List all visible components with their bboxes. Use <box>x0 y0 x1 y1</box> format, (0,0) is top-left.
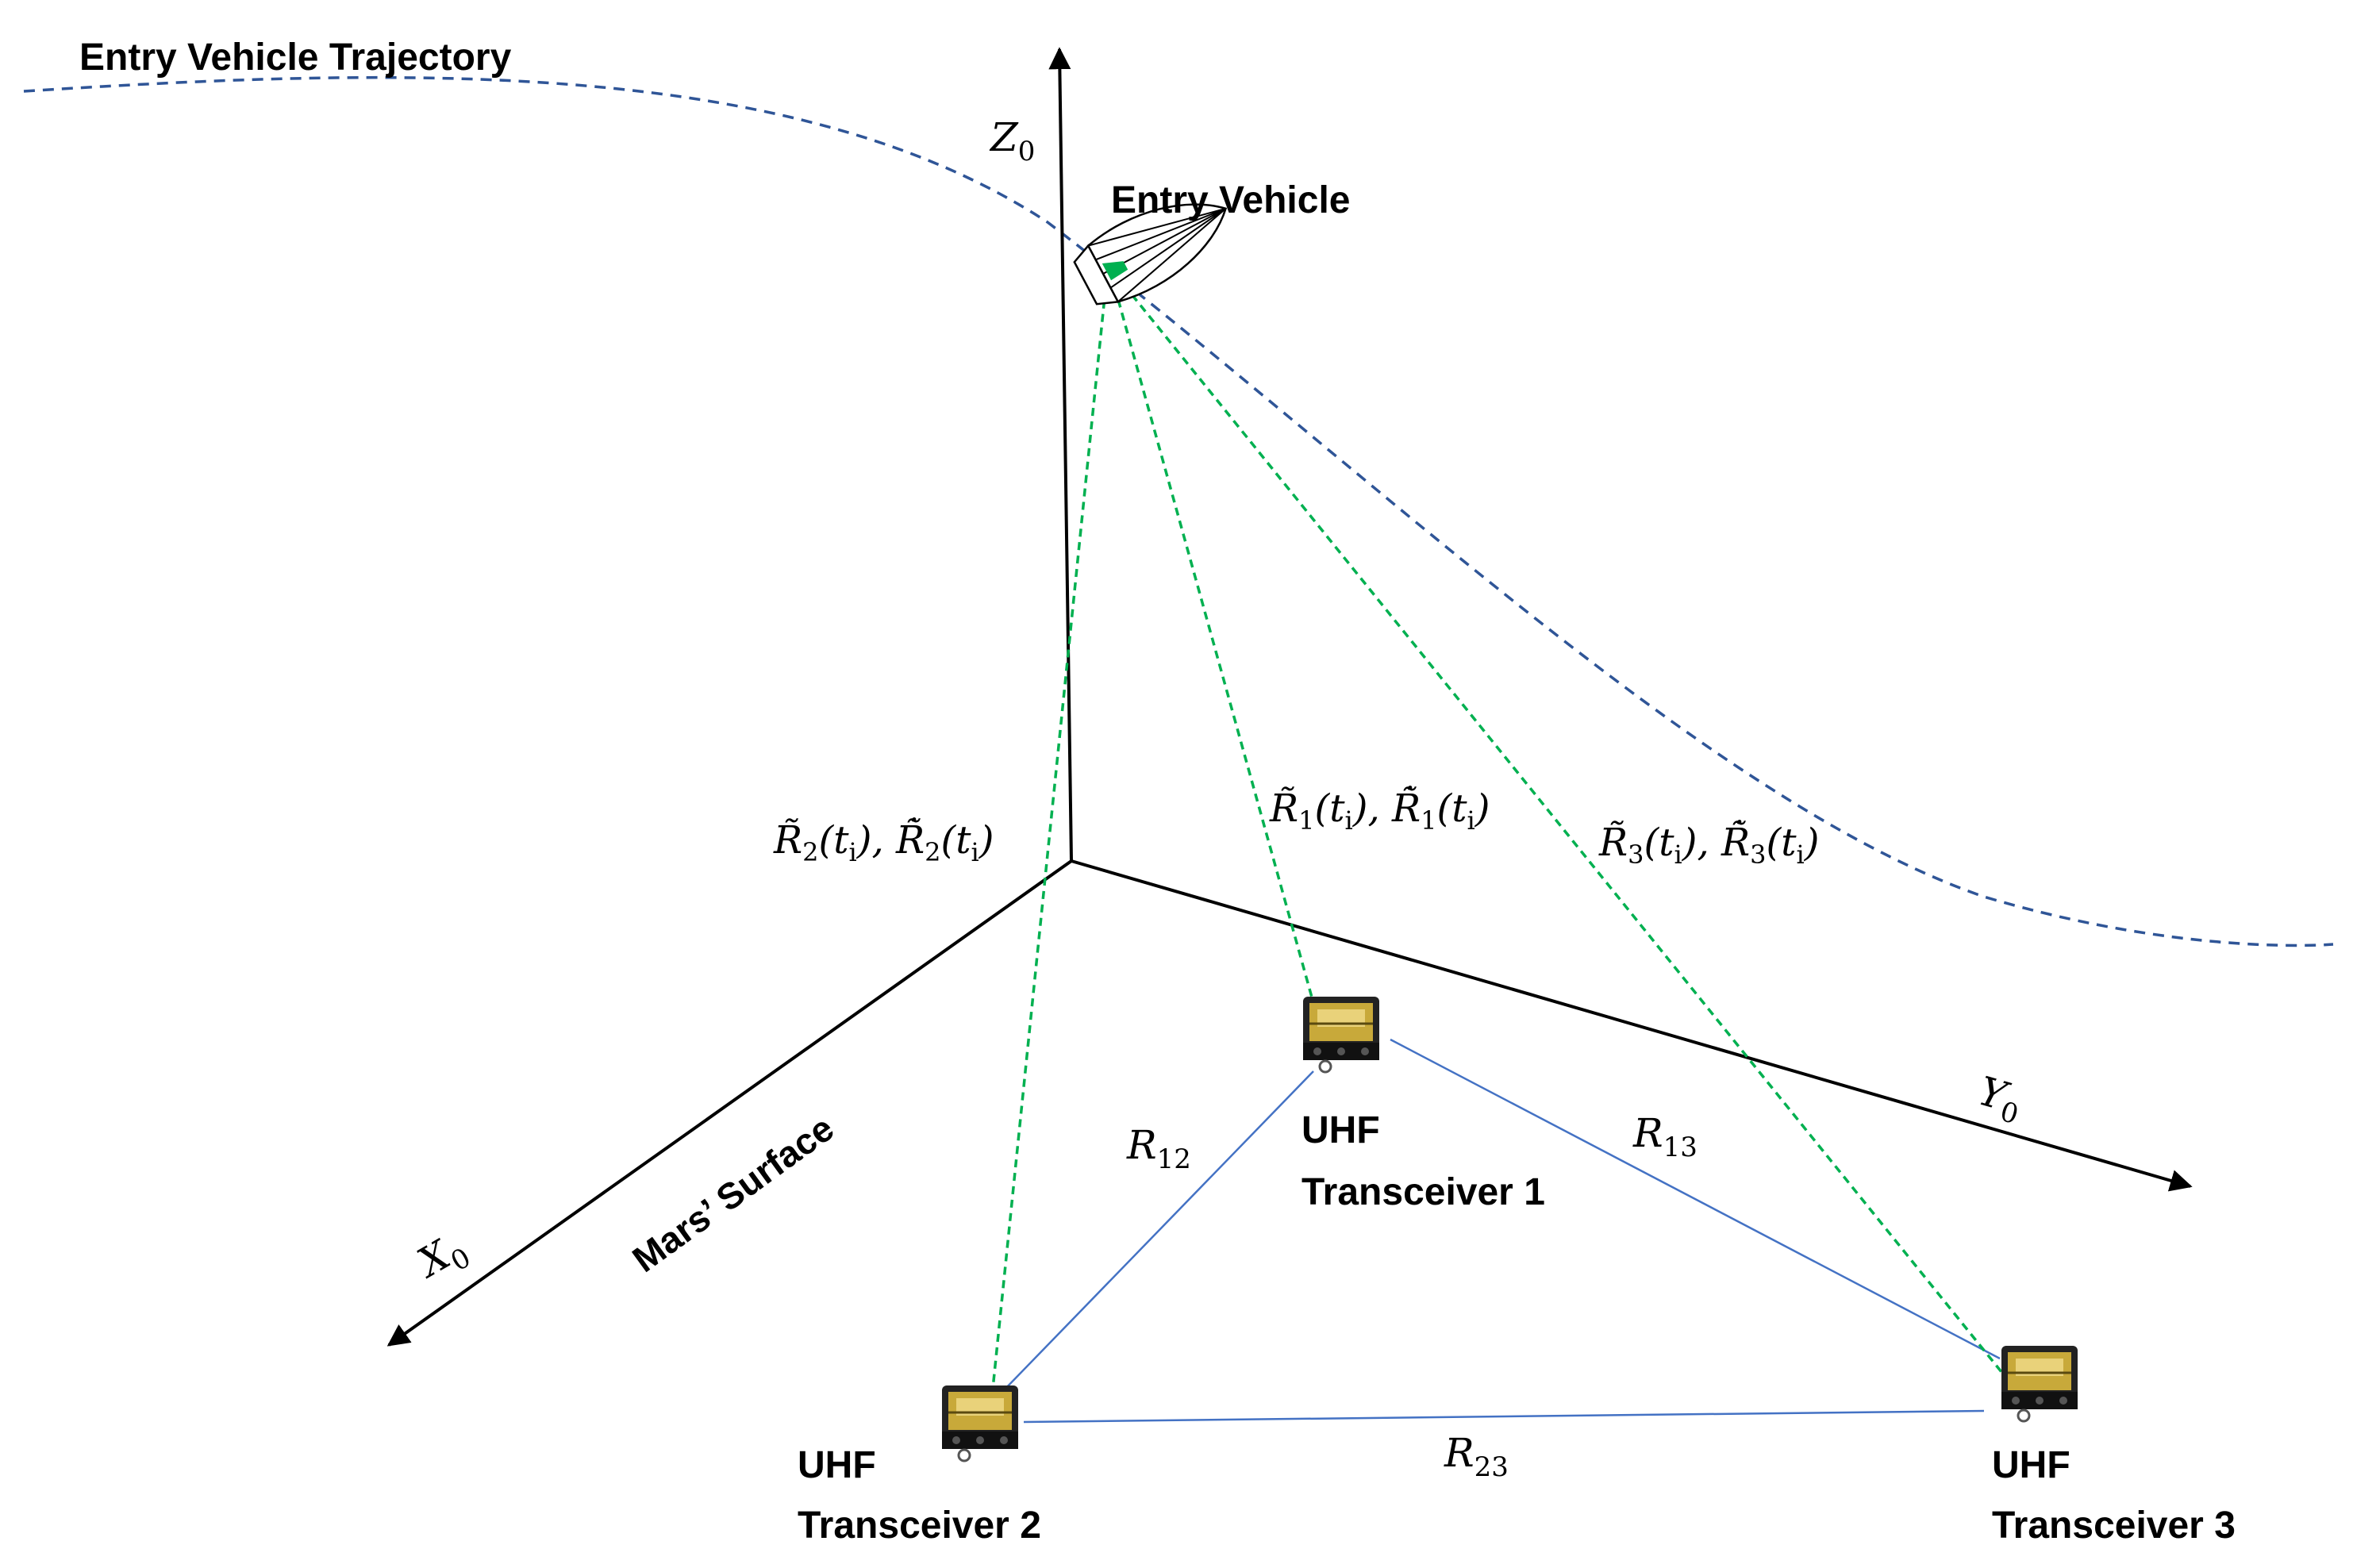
measurement-label-1: R̃1(ti), R̃̇1(ti) <box>1269 784 1490 836</box>
svg-text:R̃3(ti), R̃̇3(ti): R̃3(ti), R̃̇3(ti) <box>1598 818 1819 870</box>
trajectory-curve <box>23 75 2334 947</box>
r23-label: R23 <box>1444 1430 1509 1483</box>
baseline-r23 <box>1023 1409 1985 1424</box>
trajectory-label: Entry Vehicle Trajectory <box>79 37 512 79</box>
los-line-3 <box>1113 272 2013 1386</box>
r12-label: R12 <box>1126 1122 1191 1175</box>
y-axis <box>1071 859 2193 1192</box>
svg-text:Y0: Y0 <box>1971 1068 2028 1131</box>
entry-vehicle-label: Entry Vehicle <box>1111 179 1350 221</box>
transceiver-2-label: UHF Transceiver 2 <box>798 1444 1041 1547</box>
r13-label: R13 <box>1632 1110 1697 1163</box>
baseline-r12 <box>1001 1070 1314 1393</box>
measurement-label-3: R̃3(ti), R̃̇3(ti) <box>1598 818 1819 870</box>
z-axis-label: Z0 <box>989 114 1035 167</box>
svg-text:R̃2(ti), R̃̇2(ti): R̃2(ti), R̃̇2(ti) <box>773 816 994 867</box>
transceiver-1-label: UHF Transceiver 1 <box>1301 1109 1545 1213</box>
baseline-r13 <box>1390 1038 2001 1360</box>
entry-vehicle-icon <box>1073 203 1228 306</box>
measurement-label-2: Z R̃2(ti), R̃̇2(ti) <box>773 816 994 867</box>
svg-text:R̃1(ti), R̃̇1(ti): R̃1(ti), R̃̇1(ti) <box>1269 784 1490 836</box>
los-line-1 <box>1109 273 1323 1032</box>
transceiver-1-icon <box>1301 995 1381 1074</box>
z-axis <box>1048 47 1073 862</box>
x-axis <box>386 859 1073 1347</box>
y-axis-label: Y0 <box>1971 1068 2028 1131</box>
transceiver-3-label: UHF Transceiver 3 <box>1992 1444 2236 1547</box>
mars-surface-label: Mars’ Surface <box>625 1107 841 1280</box>
svg-text:X0: X0 <box>408 1224 477 1294</box>
los-line-2 <box>990 273 1109 1397</box>
x-axis-label: X0 <box>408 1224 477 1294</box>
transceiver-2-icon <box>940 1384 1020 1462</box>
transceiver-3-icon <box>2000 1344 2079 1423</box>
